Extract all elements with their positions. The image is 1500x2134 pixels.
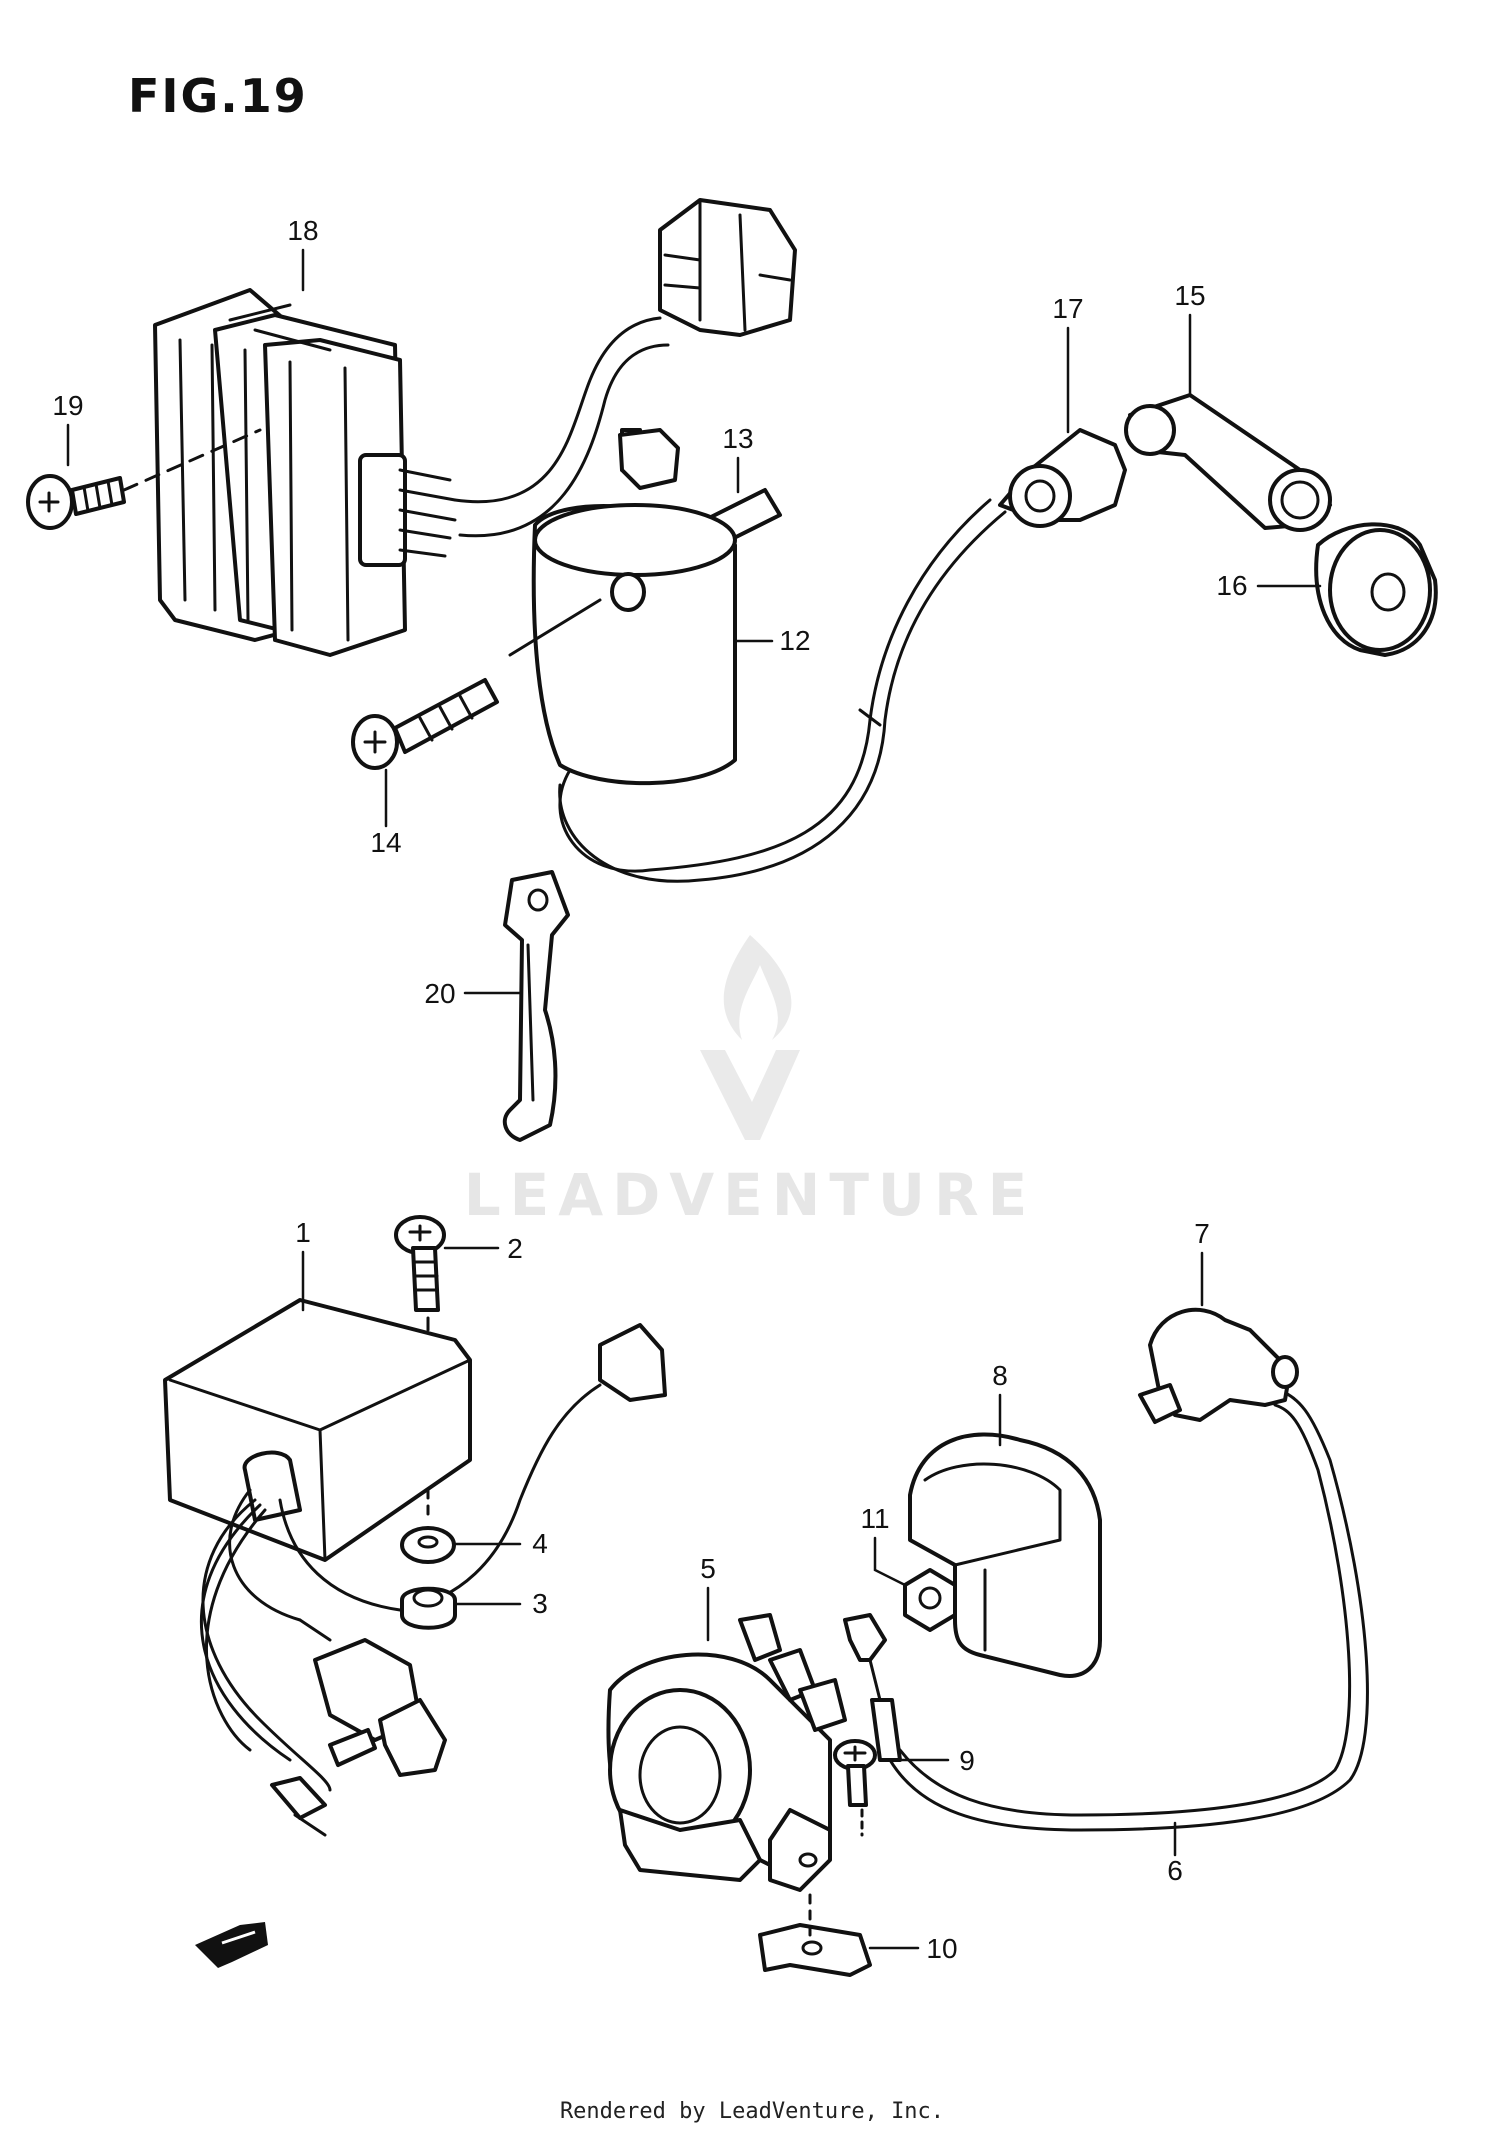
part-6-starter-cable: [843, 1388, 1369, 1832]
callout-9: 9: [893, 1745, 975, 1776]
svg-text:7: 7: [1194, 1218, 1210, 1249]
callout-19: 19: [52, 390, 84, 467]
part-3-nut: [400, 1586, 457, 1630]
callout-14: 14: [370, 768, 402, 858]
callout-4: 4: [454, 1528, 548, 1559]
part-14-bolt: [351, 678, 499, 770]
callout-20: 20: [424, 978, 522, 1009]
callout-17: 17: [1052, 293, 1084, 434]
callout-18: 18: [287, 215, 319, 292]
callout-10: 10: [868, 1933, 958, 1964]
svg-text:10: 10: [926, 1933, 957, 1964]
callout-3: 3: [455, 1588, 548, 1619]
svg-text:2: 2: [507, 1233, 523, 1264]
part-2-screw: [394, 1215, 446, 1332]
callout-7: 7: [1194, 1218, 1210, 1307]
svg-text:19: 19: [52, 390, 83, 421]
svg-text:18: 18: [287, 215, 318, 246]
front-arrow-icon: [195, 1922, 268, 1968]
svg-text:13: 13: [722, 423, 753, 454]
svg-text:9: 9: [959, 1745, 975, 1776]
callout-8: 8: [992, 1360, 1008, 1447]
svg-text:1: 1: [295, 1217, 311, 1248]
footer-credit: Rendered by LeadVenture, Inc.: [560, 2099, 944, 2124]
callout-11: 11: [860, 1503, 907, 1587]
callout-5: 5: [700, 1553, 716, 1642]
figure-title: FIG.19: [128, 69, 308, 123]
svg-text:8: 8: [992, 1360, 1008, 1391]
part-9-screw: [833, 1739, 877, 1837]
svg-text:14: 14: [370, 827, 401, 858]
svg-text:12: 12: [779, 625, 810, 656]
callout-6: 6: [1167, 1821, 1183, 1886]
callout-16: 16: [1216, 570, 1322, 601]
flame-logo-icon: [723, 935, 792, 1040]
svg-text:20: 20: [424, 978, 455, 1009]
svg-text:16: 16: [1216, 570, 1247, 601]
part-18-regulator-rectifier: [153, 198, 797, 657]
part-16-cover: [1314, 522, 1438, 657]
part-12-ignition-coil: [508, 428, 1007, 883]
part-19-screw: [26, 428, 262, 530]
svg-text:17: 17: [1052, 293, 1083, 324]
watermark: LEADVENTURE: [464, 935, 1037, 1229]
part-17-seal: [998, 428, 1127, 528]
part-11-nut: [903, 1568, 957, 1632]
watermark-brand: LEADVENTURE: [464, 1161, 1037, 1229]
svg-text:15: 15: [1174, 280, 1205, 311]
callout-15: 15: [1174, 280, 1206, 397]
svg-text:11: 11: [860, 1503, 889, 1534]
svg-text:3: 3: [532, 1588, 548, 1619]
svg-text:5: 5: [700, 1553, 716, 1584]
part-1-cdi-unit: [163, 1298, 667, 1837]
svg-text:6: 6: [1167, 1855, 1183, 1886]
callout-12: 12: [734, 625, 811, 656]
callout-2: 2: [443, 1233, 523, 1264]
part-20-clamp: [502, 870, 570, 1142]
svg-text:4: 4: [532, 1528, 548, 1559]
v-logo-icon: [700, 1050, 800, 1140]
part-4-washer: [400, 1488, 456, 1564]
part-5-starter-relay: [606, 1613, 847, 1892]
part-10-clip-nut: [758, 1893, 872, 1977]
part-8-terminal-cover: [908, 1432, 1102, 1678]
callout-1: 1: [295, 1217, 311, 1312]
callout-13: 13: [722, 423, 754, 494]
part-15-spark-plug-cap: [1124, 393, 1332, 532]
part-7-terminal-boot: [1138, 1307, 1299, 1424]
